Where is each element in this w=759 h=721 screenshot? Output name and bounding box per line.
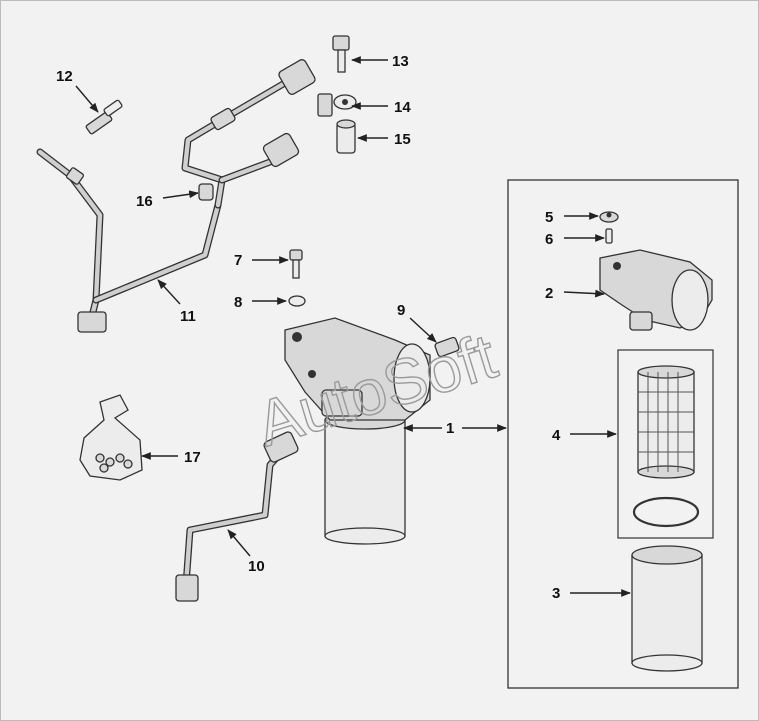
callout-6: 6 xyxy=(545,231,553,248)
part-16-clip xyxy=(198,183,214,201)
part-3-filter-bowl xyxy=(631,545,703,672)
part-15-sleeve xyxy=(336,119,356,154)
part-9-fitting xyxy=(434,336,460,358)
leader-10 xyxy=(227,529,251,557)
part-17-parts-bag xyxy=(79,394,143,481)
callout-3: 3 xyxy=(552,585,560,602)
part-2-filter-head xyxy=(599,249,713,331)
part-11-hose-assembly xyxy=(36,59,316,333)
part-5-nut xyxy=(599,211,619,223)
callout-12: 12 xyxy=(56,68,73,85)
callout-8: 8 xyxy=(234,294,242,311)
part-12-fitting xyxy=(85,99,123,135)
part-1-filter-assembly xyxy=(284,317,431,545)
callout-5: 5 xyxy=(545,209,553,226)
callout-14: 14 xyxy=(394,99,411,116)
callout-10: 10 xyxy=(248,558,265,575)
callout-7: 7 xyxy=(234,252,242,269)
callout-16: 16 xyxy=(136,193,153,210)
part-8-washer xyxy=(288,295,306,307)
leader-11 xyxy=(157,279,181,305)
callout-15: 15 xyxy=(394,131,411,148)
callout-13: 13 xyxy=(392,53,409,70)
leader-16 xyxy=(162,190,199,199)
part-14-clamp xyxy=(317,93,357,117)
callout-1: 1 xyxy=(446,420,454,437)
callout-11: 11 xyxy=(180,308,196,325)
callout-4: 4 xyxy=(552,427,561,444)
part-6-stud xyxy=(605,228,613,244)
callout-9: 9 xyxy=(397,302,405,319)
part-4-filter-element xyxy=(617,349,714,539)
callout-17: 17 xyxy=(184,449,201,466)
callout-2: 2 xyxy=(545,285,553,302)
part-10-fuel-line xyxy=(175,431,299,602)
leader-9 xyxy=(409,317,437,343)
part-7-bolt xyxy=(289,249,303,279)
leader-12 xyxy=(75,85,99,113)
service-kit-frame xyxy=(507,179,739,689)
leader-2 xyxy=(563,289,605,298)
part-13-bolt xyxy=(332,35,350,73)
